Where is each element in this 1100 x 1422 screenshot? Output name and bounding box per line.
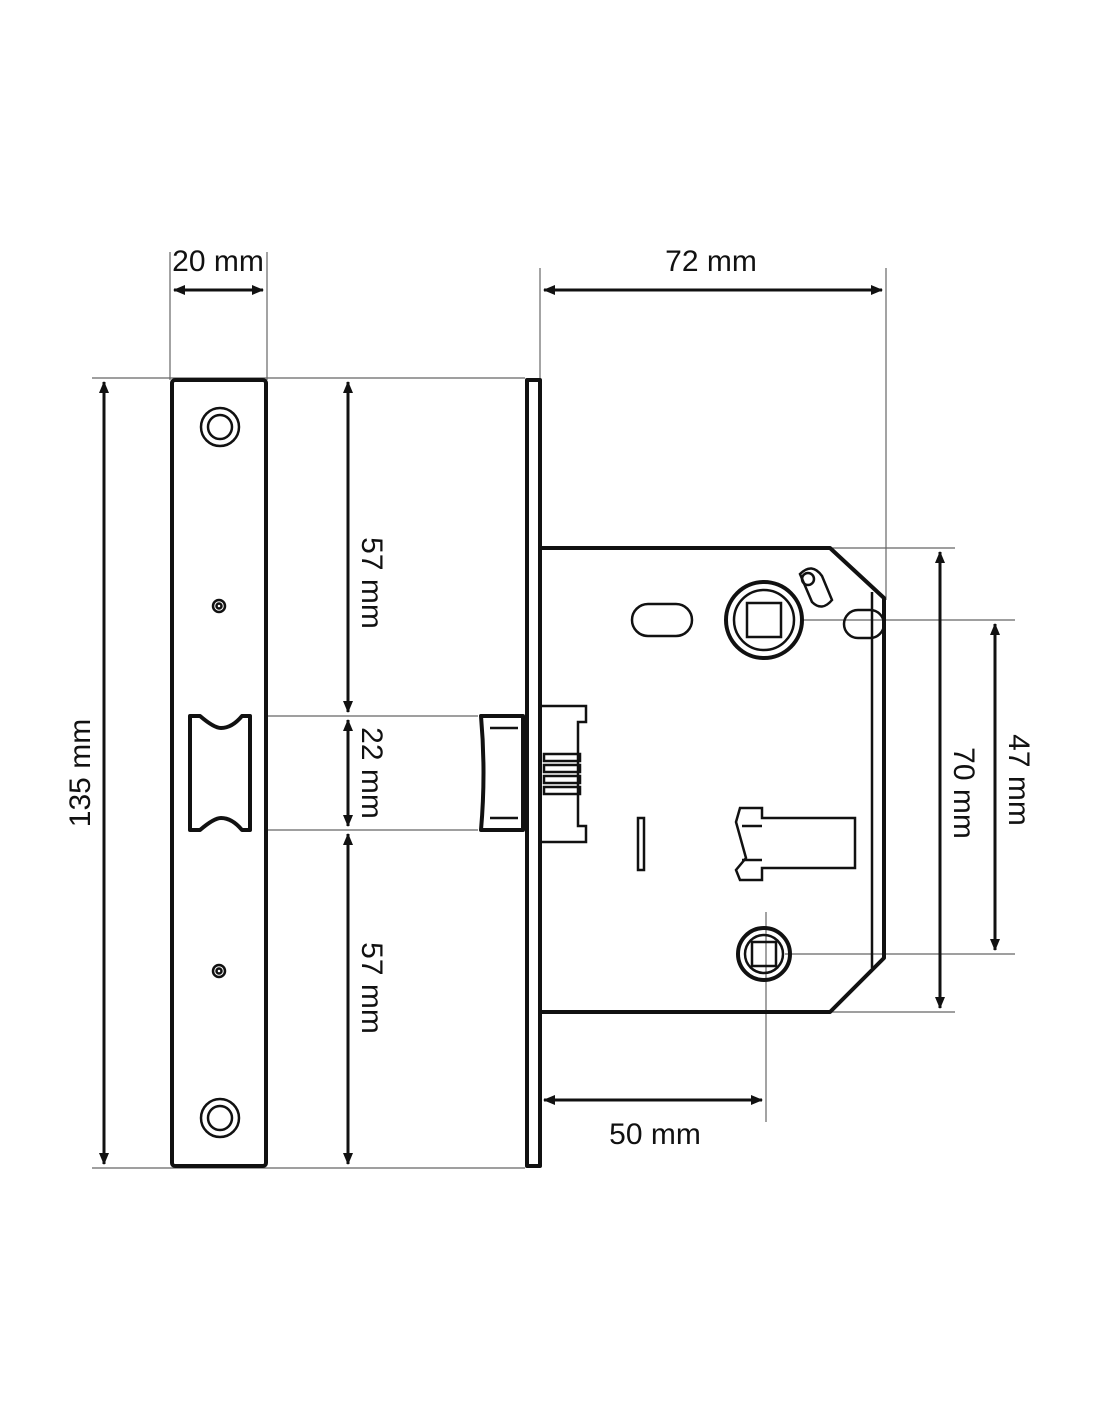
dimension-spindle-to-key-label: 47 mm — [1002, 734, 1035, 826]
dimension-backset: 50 mm — [543, 1095, 763, 1151]
dimension-backset-label: 50 mm — [609, 1118, 701, 1151]
dimension-case-depth: 72 mm — [543, 245, 883, 295]
dimension-spindle-to-key: 47 mm — [990, 623, 1035, 951]
dimension-faceplate-width: 20 mm — [172, 245, 264, 295]
latch-spring-housing — [540, 704, 588, 844]
dimension-total-height: 135 mm — [64, 381, 109, 1165]
small-pivot — [798, 567, 834, 608]
front-plate — [525, 378, 542, 1168]
latch-spring — [542, 752, 582, 796]
extension-lines — [92, 252, 1015, 1169]
faceplate — [170, 378, 268, 1168]
key-slot-marker — [636, 816, 646, 872]
dimension-upper-section-label: 57 mm — [355, 537, 388, 629]
dimension-centre-distance-label: 70 mm — [947, 747, 980, 839]
spindle-follower — [724, 580, 804, 660]
dimension-lower-section-label: 57 mm — [355, 942, 388, 1034]
key-follower — [736, 926, 792, 982]
slot-right — [842, 608, 886, 640]
pin-hole-upper — [211, 598, 227, 614]
latch-opening — [188, 714, 252, 832]
lock-case — [540, 546, 886, 1014]
screw-hole-top — [199, 406, 241, 448]
slot-left — [630, 602, 694, 638]
dimension-upper-section: 57 mm — [343, 381, 388, 713]
dimension-latch-height: 22 mm — [343, 719, 388, 827]
screw-hole-bottom — [199, 1097, 241, 1139]
deadbolt-lever — [734, 806, 857, 882]
dimension-case-depth-label: 72 mm — [665, 245, 757, 278]
dimension-latch-height-label: 22 mm — [355, 727, 388, 819]
dimension-centre-distance: 70 mm — [935, 551, 980, 1009]
pin-hole-lower — [211, 963, 227, 979]
dimension-lower-section: 57 mm — [343, 833, 388, 1165]
dimension-faceplate-width-label: 20 mm — [172, 245, 264, 278]
latch-bolt — [479, 714, 525, 832]
dimension-total-height-label: 135 mm — [64, 719, 97, 827]
